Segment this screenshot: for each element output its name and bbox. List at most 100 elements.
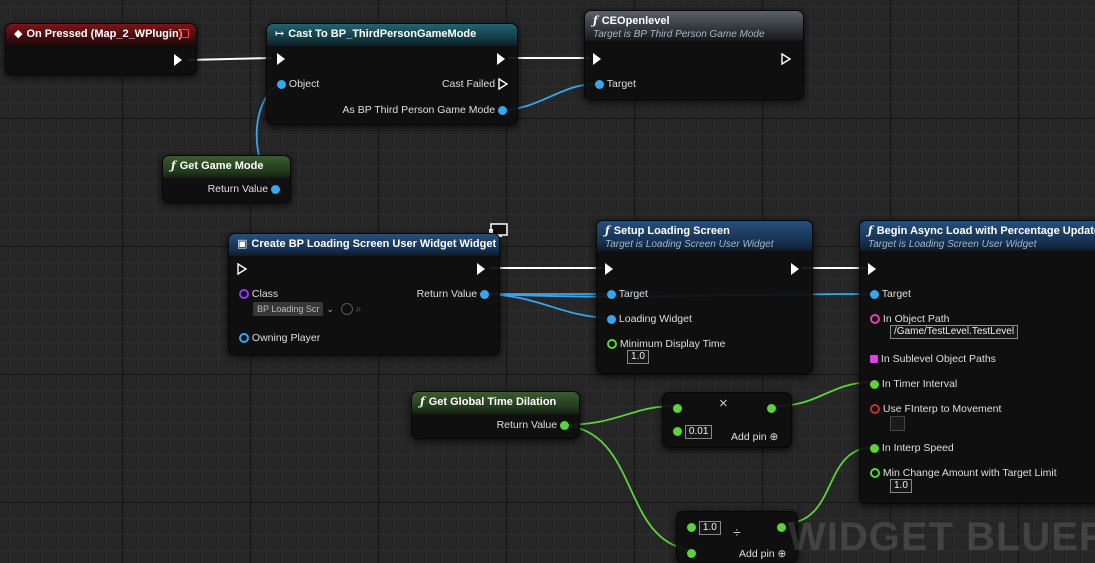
interp-speed-pin[interactable]: In Interp Speed bbox=[870, 442, 954, 454]
input-b-pin[interactable]: 0.01 bbox=[673, 425, 713, 439]
pin-label: Min Change Amount with Target Limit bbox=[882, 467, 1057, 479]
exec-out-pin[interactable] bbox=[477, 263, 485, 276]
object-path-input[interactable]: /Game/TestLevel.TestLevel bbox=[890, 325, 1019, 339]
pin-label: Loading Widget bbox=[618, 313, 692, 325]
input-a-pin[interactable]: 1.0 bbox=[687, 521, 721, 535]
exec-out-pin[interactable] bbox=[781, 53, 792, 66]
value-box[interactable]: 0.01 bbox=[684, 425, 713, 439]
value-box: /Game/TestLevel.TestLevel bbox=[890, 325, 1019, 339]
input-a-pin[interactable] bbox=[673, 402, 682, 414]
pin-label: Object bbox=[288, 78, 320, 90]
chevron-down-icon: ⌄ bbox=[326, 304, 334, 314]
event-node-on-pressed[interactable]: ◆On Pressed (Map_2_WPlugin) bbox=[5, 23, 197, 75]
pin-label: Owning Player bbox=[251, 332, 321, 344]
value-box: 1.0 bbox=[890, 479, 912, 493]
exec-out-pin[interactable] bbox=[174, 54, 182, 67]
node-title: Cast To BP_ThirdPersonGameMode bbox=[288, 28, 477, 40]
add-pin-label: Add pin bbox=[739, 548, 775, 560]
plus-circle-icon: ⊕ bbox=[777, 548, 787, 560]
target-pin[interactable]: Target bbox=[595, 78, 636, 90]
sublevel-paths-pin[interactable]: In Sublevel Object Paths bbox=[870, 353, 996, 365]
finterp-pin[interactable]: Use FInterp to Movement bbox=[870, 403, 1001, 415]
cast-node[interactable]: ↦Cast To BP_ThirdPersonGameMode Object C… bbox=[266, 23, 518, 125]
pin-label: Target bbox=[606, 78, 636, 90]
timer-interval-pin[interactable]: In Timer Interval bbox=[870, 378, 957, 390]
multiply-node[interactable]: × 0.01 Add pin ⊕ bbox=[662, 392, 792, 448]
node-title: Get Game Mode bbox=[179, 160, 264, 172]
pin-label: In Sublevel Object Paths bbox=[880, 353, 996, 365]
object-path-pin[interactable]: In Object Path bbox=[870, 313, 949, 325]
exec-out-pin[interactable] bbox=[497, 53, 505, 66]
function-icon: ƒ bbox=[605, 224, 610, 237]
value-box[interactable]: 1.0 bbox=[698, 521, 721, 535]
exec-in-pin[interactable] bbox=[605, 263, 613, 276]
loading-widget-pin[interactable]: Loading Widget bbox=[607, 313, 692, 325]
input-b-pin[interactable] bbox=[687, 547, 696, 559]
return-value-pin[interactable]: Return Value bbox=[417, 288, 489, 300]
divide-icon: ÷ bbox=[733, 524, 741, 540]
exec-wire bbox=[187, 57, 273, 61]
exec-outline-icon bbox=[498, 78, 509, 91]
pin-label: Target bbox=[881, 288, 911, 300]
output-pin[interactable] bbox=[767, 402, 776, 414]
class-select-value: BP Loading Scr bbox=[253, 302, 324, 316]
as-game-mode-pin[interactable]: As BP Third Person Game Mode bbox=[343, 104, 507, 116]
cast-icon: ↦ bbox=[275, 27, 285, 40]
multiply-icon: × bbox=[719, 395, 728, 412]
plus-circle-icon: ⊕ bbox=[769, 431, 779, 443]
function-icon: ƒ bbox=[420, 395, 425, 408]
min-change-pin[interactable]: Min Change Amount with Target Limit bbox=[870, 467, 1057, 479]
min-change-input[interactable]: 1.0 bbox=[890, 479, 912, 493]
return-value-pin[interactable]: Return Value bbox=[497, 419, 569, 431]
graph-type-watermark: WIDGET BLUEF bbox=[788, 515, 1095, 559]
class-select[interactable]: BP Loading Scr ⌄ ⌕ bbox=[253, 302, 361, 316]
node-subtitle: Target is BP Third Person Game Mode bbox=[593, 29, 765, 40]
use-selected-icon[interactable] bbox=[340, 303, 353, 316]
target-pin[interactable]: Target bbox=[607, 288, 648, 300]
exec-in-pin[interactable] bbox=[237, 263, 248, 276]
node-header: ↦Cast To BP_ThirdPersonGameMode bbox=[267, 24, 517, 46]
finterp-checkbox[interactable] bbox=[890, 416, 905, 434]
pin-label: Cast Failed bbox=[441, 78, 496, 90]
node-title: CEOpenlevel bbox=[601, 15, 670, 27]
pin-label: Return Value bbox=[416, 288, 478, 300]
pin-label: In Object Path bbox=[882, 313, 950, 325]
create-widget-node[interactable]: ▣Create BP Loading Screen User Widget Wi… bbox=[228, 233, 500, 355]
array-pin-icon bbox=[870, 355, 878, 364]
exec-in-pin[interactable] bbox=[593, 53, 601, 66]
object-wire bbox=[485, 293, 609, 319]
node-header: ◆On Pressed (Map_2_WPlugin) bbox=[6, 24, 196, 46]
return-value-pin[interactable]: Return Value bbox=[208, 183, 280, 195]
owning-player-pin[interactable]: Owning Player bbox=[239, 332, 320, 344]
exec-in-pin[interactable] bbox=[868, 263, 876, 276]
add-pin-label: Add pin bbox=[731, 431, 767, 443]
add-pin-button[interactable]: Add pin ⊕ bbox=[739, 548, 786, 560]
class-pin[interactable]: Class bbox=[239, 288, 278, 300]
add-pin-button[interactable]: Add pin ⊕ bbox=[731, 431, 778, 443]
search-icon[interactable]: ⌕ bbox=[355, 304, 362, 315]
value-box: 1.0 bbox=[627, 350, 649, 364]
pin-label: In Timer Interval bbox=[881, 378, 958, 390]
pin-label: Target bbox=[618, 288, 648, 300]
object-pin[interactable]: Object bbox=[277, 78, 319, 90]
min-display-time-pin[interactable]: Minimum Display Time bbox=[607, 338, 726, 350]
divide-node[interactable]: 1.0 ÷ Add pin ⊕ bbox=[676, 511, 798, 563]
exec-in-pin[interactable] bbox=[277, 53, 285, 66]
output-pin[interactable] bbox=[777, 521, 786, 533]
target-pin[interactable]: Target bbox=[870, 288, 911, 300]
node-title: Create BP Loading Screen User Widget Wid… bbox=[251, 238, 497, 250]
cast-failed-pin[interactable]: Cast Failed bbox=[441, 78, 509, 91]
min-display-time-input[interactable]: 1.0 bbox=[627, 350, 649, 364]
node-title: Begin Async Load with Percentage Update bbox=[876, 225, 1095, 237]
exec-out-pin[interactable] bbox=[791, 263, 799, 276]
